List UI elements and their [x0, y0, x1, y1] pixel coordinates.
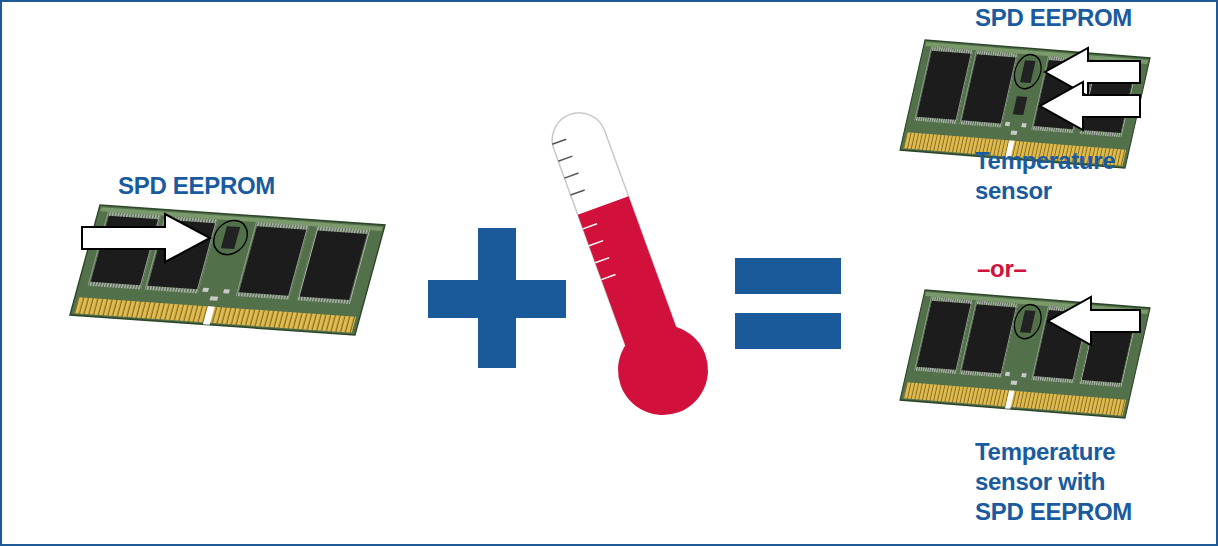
highlight-circle	[210, 219, 252, 255]
label-text: SPD EEPROM	[118, 171, 318, 201]
pointer-arrow	[1045, 48, 1140, 96]
label-text: Temperature sensor with SPD EEPROM	[975, 437, 1145, 527]
sensor-chip	[1013, 96, 1028, 115]
label-text: Temperature sensor	[975, 146, 1145, 206]
pointer-arrow	[82, 214, 210, 262]
plus-sign	[428, 280, 566, 318]
spd-chip	[221, 226, 240, 249]
highlight-circle	[1011, 54, 1044, 90]
pointer-arrow	[1048, 297, 1140, 345]
label-text: SPD EEPROM	[975, 3, 1175, 33]
spd-chip	[1020, 60, 1035, 83]
thermometer	[528, 99, 721, 428]
combo-chip	[1020, 310, 1035, 333]
equals-sign	[735, 258, 841, 294]
pointer-arrow	[1040, 82, 1140, 130]
memory-module	[900, 290, 1150, 418]
equals-sign	[735, 313, 841, 349]
memory-module	[70, 205, 385, 335]
label-text: –or–	[977, 254, 1147, 284]
highlight-circle	[1011, 304, 1044, 340]
